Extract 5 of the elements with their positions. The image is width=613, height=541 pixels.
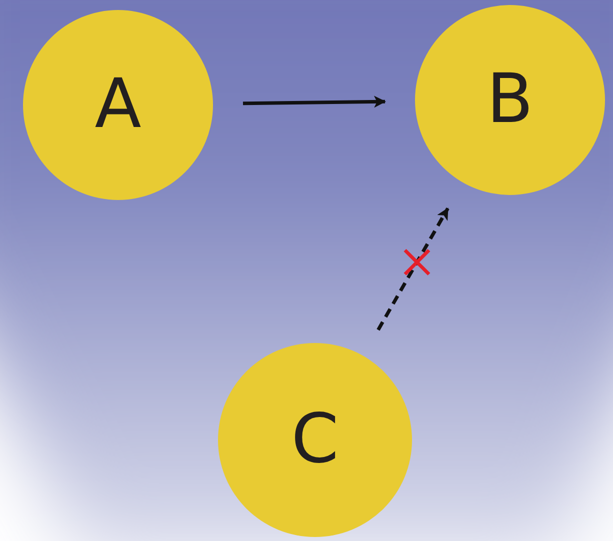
arrow [242,96,386,108]
node-letter: B [486,66,534,134]
dashed-arrow [376,208,450,331]
node-letter: C [291,406,339,474]
node-letter: A [94,71,142,139]
